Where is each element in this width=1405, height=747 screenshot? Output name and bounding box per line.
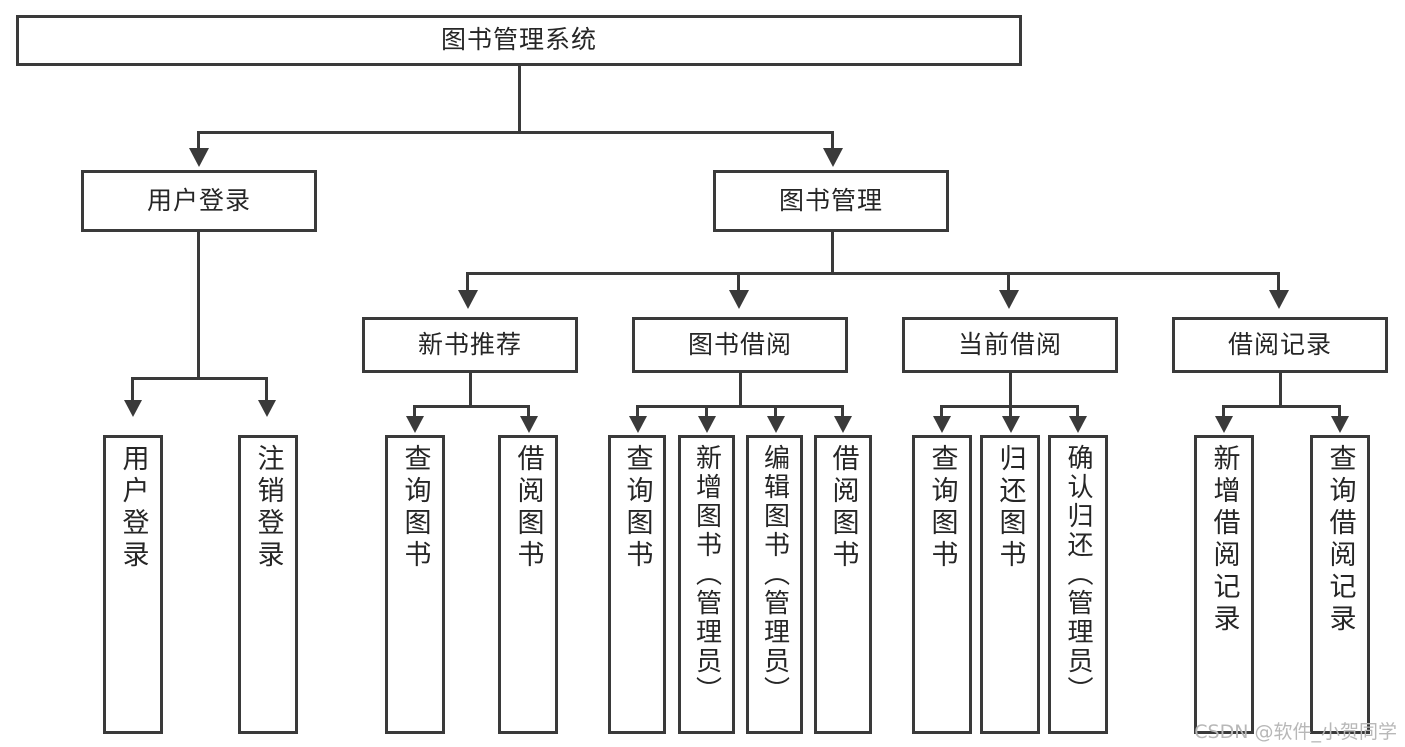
arrow-to-book-manage xyxy=(823,148,843,167)
node-new-book-recommend[interactable]: 新书推荐 xyxy=(362,317,578,373)
arrow-to-leaf-logout-login xyxy=(258,400,276,417)
connector-cb-stem xyxy=(1009,373,1012,408)
arrow-to-leaf-query-record xyxy=(1331,416,1349,433)
arrow-to-leaf-borrow-book-1 xyxy=(520,416,538,433)
node-root-system[interactable]: 图书管理系统 xyxy=(16,15,1022,66)
node-current-borrow[interactable]: 当前借阅 xyxy=(902,317,1118,373)
arrow-to-leaf-borrow-book-2 xyxy=(834,416,852,433)
node-label: 归还图书 xyxy=(994,444,1026,572)
node-leaf-add-record[interactable]: 新增借阅记录 xyxy=(1194,435,1254,734)
node-label: 图书管理 xyxy=(778,185,883,215)
csdn-watermark: CSDN @软件_小贺同学 xyxy=(1194,721,1397,743)
connector-bm-to-new-book xyxy=(466,272,469,294)
node-label: 查询图书 xyxy=(399,444,431,572)
node-user-login[interactable]: 用户登录 xyxy=(81,170,317,232)
arrow-to-leaf-user-login xyxy=(124,400,142,417)
node-leaf-edit-book[interactable]: 编辑图书（管理员） xyxy=(746,435,803,734)
node-label: 用户登录 xyxy=(146,185,251,215)
connector-bb-bus xyxy=(636,405,844,408)
connector-nbr-bus xyxy=(413,405,530,408)
arrow-to-borrow-record xyxy=(1269,290,1289,309)
connector-user-login-stem xyxy=(197,232,200,380)
connector-root-bus xyxy=(197,131,834,134)
arrow-to-leaf-return-book xyxy=(1002,416,1020,433)
node-label: 确认归还（管理员） xyxy=(1063,444,1093,705)
node-leaf-return-book[interactable]: 归还图书 xyxy=(980,435,1040,734)
connector-br-left xyxy=(1222,405,1225,419)
connector-book-manage-bus xyxy=(466,272,1279,275)
arrow-to-current-borrow xyxy=(999,290,1019,309)
node-leaf-query-record[interactable]: 查询借阅记录 xyxy=(1310,435,1370,734)
arrow-to-leaf-confirm-return xyxy=(1069,416,1087,433)
node-label: 查询借阅记录 xyxy=(1324,444,1356,636)
connector-cb-c1 xyxy=(940,405,943,419)
connector-root-to-book-manage xyxy=(831,131,834,152)
connector-bb-c1 xyxy=(636,405,639,419)
node-label: 新增图书（管理员） xyxy=(691,444,722,705)
node-label: 图书借阅 xyxy=(687,329,792,359)
node-label: 注销登录 xyxy=(252,444,284,572)
node-label: 用户登录 xyxy=(117,444,149,572)
connector-user-login-right xyxy=(265,377,268,405)
node-leaf-borrow-book-2[interactable]: 借阅图书 xyxy=(814,435,872,734)
node-book-borrow[interactable]: 图书借阅 xyxy=(632,317,848,373)
node-label: 查询图书 xyxy=(926,444,958,572)
connector-user-login-left xyxy=(131,377,134,405)
arrow-to-leaf-add-record xyxy=(1215,416,1233,433)
connector-nbr-left xyxy=(413,405,416,419)
arrow-to-leaf-query-book-2 xyxy=(629,416,647,433)
node-leaf-logout-login[interactable]: 注销登录 xyxy=(238,435,298,734)
node-borrow-record[interactable]: 借阅记录 xyxy=(1172,317,1388,373)
node-label: 新增借阅记录 xyxy=(1208,444,1240,636)
node-leaf-user-login[interactable]: 用户登录 xyxy=(103,435,163,734)
connector-bb-c2 xyxy=(705,405,708,419)
node-label: 借阅图书 xyxy=(827,444,859,572)
connector-bb-stem xyxy=(739,373,742,408)
arrow-to-leaf-query-book-1 xyxy=(406,416,424,433)
node-label: 查询图书 xyxy=(621,444,653,572)
node-label: 图书管理系统 xyxy=(440,25,597,55)
connector-cb-c3 xyxy=(1076,405,1079,419)
arrow-to-new-book-recommend xyxy=(458,290,478,309)
connector-bb-c3 xyxy=(774,405,777,419)
arrow-to-book-borrow xyxy=(729,290,749,309)
node-label: 当前借阅 xyxy=(957,329,1062,359)
connector-br-right xyxy=(1338,405,1341,419)
connector-bb-c4 xyxy=(841,405,844,419)
connector-root-to-user-login xyxy=(197,131,200,152)
connector-bm-to-current-borrow xyxy=(1007,272,1010,294)
connector-br-stem xyxy=(1279,373,1282,408)
connector-bm-to-borrow-record xyxy=(1277,272,1280,294)
node-leaf-confirm-return[interactable]: 确认归还（管理员） xyxy=(1048,435,1108,734)
arrow-to-leaf-edit-book xyxy=(767,416,785,433)
node-leaf-query-book-1[interactable]: 查询图书 xyxy=(385,435,445,734)
node-leaf-add-book[interactable]: 新增图书（管理员） xyxy=(678,435,735,734)
connector-book-manage-stem xyxy=(831,232,834,274)
node-label: 借阅记录 xyxy=(1227,329,1332,359)
node-leaf-query-book-2[interactable]: 查询图书 xyxy=(608,435,666,734)
connector-br-bus xyxy=(1222,405,1341,408)
node-book-manage[interactable]: 图书管理 xyxy=(713,170,949,232)
node-label: 借阅图书 xyxy=(512,444,544,572)
node-label: 编辑图书（管理员） xyxy=(759,444,790,705)
node-leaf-query-book-3[interactable]: 查询图书 xyxy=(912,435,972,734)
connector-cb-c2 xyxy=(1009,405,1012,419)
arrow-to-user-login xyxy=(189,148,209,167)
connector-nbr-stem xyxy=(469,373,472,408)
connector-nbr-right xyxy=(527,405,530,419)
arrow-to-leaf-add-book xyxy=(698,416,716,433)
node-leaf-borrow-book-1[interactable]: 借阅图书 xyxy=(498,435,558,734)
connector-bm-to-book-borrow xyxy=(737,272,740,294)
connector-user-login-bus xyxy=(131,377,268,380)
node-label: 新书推荐 xyxy=(417,329,522,359)
arrow-to-leaf-query-book-3 xyxy=(933,416,951,433)
connector-root-stem xyxy=(518,66,521,133)
